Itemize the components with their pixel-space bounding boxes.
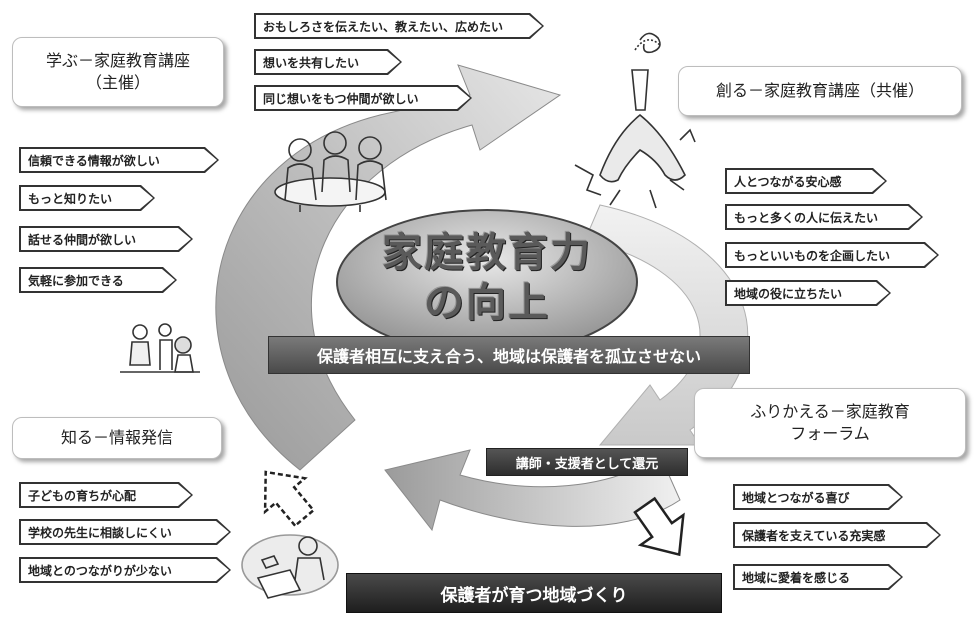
tag-right-1: 人とつながる安心感: [725, 168, 887, 194]
outline-arrow-down: [633, 496, 685, 557]
tag-br-3: 地域に愛着を感じる: [733, 564, 903, 590]
tag-br-1-label: 地域とつながる喜び: [742, 490, 850, 505]
tag-left-1-label: 信頼できる情報が欲しい: [28, 153, 160, 168]
tag-right-2-label: もっと多くの人に伝えたい: [734, 210, 879, 225]
tag-bl-1: 子どもの育ちが心配: [19, 482, 193, 508]
center-title-line1: 家庭教育力: [382, 230, 592, 276]
center-banner: 保護者相互に支え合う、地域は保護者を孤立させない: [268, 336, 750, 374]
bottom-banner-text: 保護者が育つ地域づくり: [440, 585, 628, 606]
return-label: 講師・支援者として還元: [486, 448, 688, 476]
tag-left-4-label: 気軽に参加できる: [28, 273, 124, 288]
tag-top-1: おもしろさを伝えたい、教えたい、広めたい: [254, 13, 544, 39]
tag-bl-2: 学校の先生に相談しにくい: [19, 519, 231, 545]
box-reflect-line2: フォーラム: [790, 424, 870, 443]
return-label-text: 講師・支援者として還元: [515, 456, 659, 472]
center-title: 家庭教育力 の向上: [355, 228, 619, 328]
box-create-line1: 創る－家庭教育講座（共催）: [715, 81, 924, 100]
box-learn-line2: （主催）: [85, 73, 150, 92]
tag-right-3-label: もっといいものを企画したい: [734, 248, 891, 263]
tag-right-1-label: 人とつながる安心感: [734, 174, 842, 189]
box-learn-line1: 学ぶ－家庭教育講座: [45, 51, 190, 70]
tag-top-2-label: 想いを共有したい: [263, 55, 360, 70]
torch-illustration: [574, 32, 696, 209]
tag-left-3: 話せる仲間が欲しい: [19, 226, 193, 252]
tag-left-2: もっと知りたい: [19, 185, 155, 211]
tag-bl-3-label: 地域とのつながりが少ない: [28, 563, 172, 578]
family-illustration: [120, 323, 200, 373]
meeting-illustration: [274, 131, 387, 212]
cycle-arrow-bottom: [384, 449, 681, 532]
dashed-arrow-up: [263, 470, 316, 528]
tag-right-3: もっといいものを企画したい: [725, 242, 939, 268]
box-know: 知る－情報発信: [12, 417, 222, 459]
tag-left-2-label: もっと知りたい: [28, 191, 113, 206]
tag-br-1: 地域とつながる喜び: [733, 484, 903, 510]
tag-bl-3: 地域とのつながりが少ない: [19, 557, 231, 583]
tag-bl-1-label: 子どもの育ちが心配: [28, 488, 137, 503]
tag-left-3-label: 話せる仲間が欲しい: [28, 232, 137, 247]
tag-top-1-label: おもしろさを伝えたい、教えたい、広めたい: [263, 19, 504, 34]
center-banner-text: 保護者相互に支え合う、地域は保護者を孤立させない: [316, 347, 701, 366]
tag-right-2: もっと多くの人に伝えたい: [725, 204, 923, 230]
box-reflect: ふりかえる－家庭教育 フォーラム: [694, 388, 966, 458]
tag-br-2-label: 保護者を支えている充実感: [742, 528, 886, 543]
tag-br-2: 保護者を支えている充実感: [733, 522, 941, 548]
tag-right-4: 地域の役に立ちたい: [725, 280, 891, 306]
tag-top-3-label: 同じ想いをもつ仲間が欲しい: [263, 91, 419, 106]
box-reflect-line1: ふりかえる－家庭教育: [750, 402, 910, 421]
center-title-line2: の向上: [424, 280, 550, 326]
tag-top-2: 想いを共有したい: [254, 49, 402, 75]
box-create: 創る－家庭教育講座（共催）: [678, 66, 962, 116]
tag-top-3: 同じ想いをもつ仲間が欲しい: [254, 85, 472, 111]
box-learn: 学ぶ－家庭教育講座 （主催）: [12, 37, 224, 107]
tag-right-4-label: 地域の役に立ちたい: [734, 286, 843, 301]
tag-left-4: 気軽に参加できる: [19, 267, 177, 293]
bottom-banner: 保護者が育つ地域づくり: [346, 573, 722, 613]
box-know-line1: 知る－情報発信: [60, 428, 173, 447]
tag-bl-2-label: 学校の先生に相談しにくい: [28, 525, 172, 540]
tag-left-1: 信頼できる情報が欲しい: [19, 147, 219, 173]
consultation-illustration: [241, 534, 339, 599]
tag-br-3-label: 地域に愛着を感じる: [742, 570, 851, 585]
